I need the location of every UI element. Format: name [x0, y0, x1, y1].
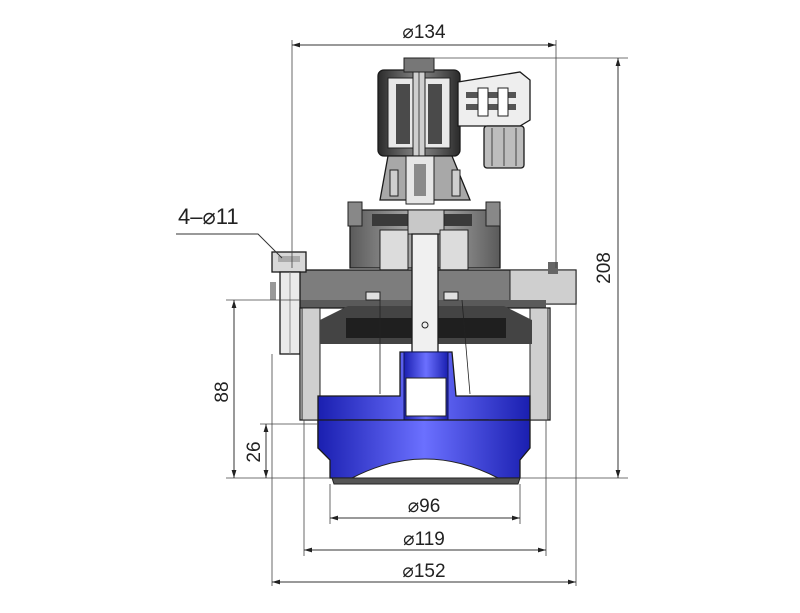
outlet-nozzle	[317, 419, 531, 485]
dim-top-width: ⌀134	[402, 22, 446, 43]
dim-d96: ⌀96	[408, 496, 441, 517]
dim-d119: ⌀119	[403, 529, 445, 550]
dim-bolt-holes: 4–⌀11	[178, 204, 239, 229]
pilot-bonnet	[379, 155, 471, 205]
dim-d152: ⌀152	[402, 561, 445, 582]
valve-body	[270, 57, 577, 485]
dim-height-total: 208	[594, 252, 615, 284]
dimension-lines	[176, 40, 628, 586]
valve-housing	[299, 233, 551, 421]
electrical-connector	[457, 71, 531, 169]
dim-height-26: 26	[244, 441, 265, 462]
solenoid-coil	[377, 57, 461, 171]
dim-height-88: 88	[212, 381, 233, 402]
